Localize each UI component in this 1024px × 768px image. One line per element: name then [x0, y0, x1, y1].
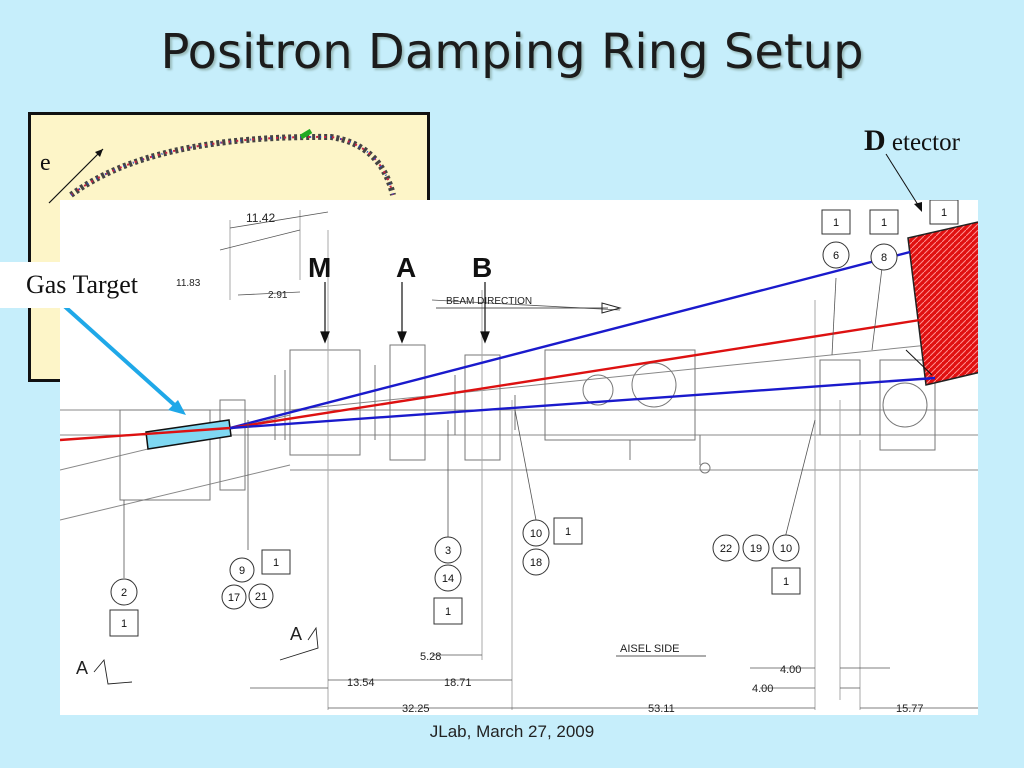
- callout-9: 9: [239, 565, 245, 577]
- callout-1-b: 1: [881, 217, 887, 229]
- beam-lower-blue: [229, 376, 936, 430]
- section-arrow-a2: [279, 626, 319, 661]
- dimension-lines: [219, 211, 978, 709]
- dim-5-28: 5.28: [420, 651, 441, 663]
- gas-target-arrow-line: [60, 302, 182, 412]
- callout-10-b: 10: [780, 543, 792, 555]
- callout-1-e: 1: [273, 557, 279, 569]
- dim-4-00-a: 4.00: [780, 664, 801, 676]
- electron-arrow-head: [95, 149, 103, 157]
- beam-incoming-red: [59, 426, 231, 442]
- beam-direction-arrow: [601, 302, 622, 314]
- callout-10: 10: [530, 528, 542, 540]
- callout-leaders: [123, 267, 883, 578]
- detector-label: D etector: [864, 124, 960, 158]
- label-B: B: [472, 252, 492, 283]
- callout-1-c: 1: [941, 207, 947, 219]
- dim-4-00-b: 4.00: [752, 683, 773, 695]
- callout-numbers: 1 6 1 8 1 2 1 9 1 17 21 3 14 1 10 1 18 2…: [121, 207, 947, 630]
- callout-21: 21: [255, 591, 267, 603]
- reference-lines: [229, 210, 861, 710]
- callout-19: 19: [750, 543, 762, 555]
- dim-15-77: 15.77: [896, 703, 924, 715]
- gas-target: [145, 419, 232, 450]
- callout-8: 8: [881, 252, 887, 264]
- callout-shapes: [109, 199, 959, 637]
- callout-14: 14: [442, 573, 454, 585]
- ring-arc: [69, 133, 396, 198]
- beam-red: [229, 318, 921, 430]
- gas-target-label: Gas Target: [0, 262, 164, 308]
- dim-32-25: 32.25: [402, 703, 430, 715]
- beam-rays: [59, 250, 936, 442]
- electron-label: e: [40, 150, 51, 176]
- callout-3: 3: [445, 545, 451, 557]
- beam-direction-label: BEAM DIRECTION: [446, 296, 532, 307]
- section-marker-a1: A: [76, 658, 88, 678]
- callout-1-a: 1: [833, 217, 839, 229]
- callout-6: 6: [833, 250, 839, 262]
- dim-2-91: 2.91: [268, 290, 288, 301]
- callout-1-d: 1: [121, 618, 127, 630]
- detector-label-pointer: [885, 153, 922, 212]
- detector-label-initial: D: [864, 124, 886, 157]
- dim-13-54: 13.54: [347, 677, 375, 689]
- dim-11-42: 11.42: [246, 211, 275, 225]
- section-arrow-a1: [93, 658, 133, 685]
- setup-drawing-panel: M A B BEAM DIRECTION 11.42 11.83 2.91 5.…: [59, 199, 1024, 715]
- slide-footer: JLab, March 27, 2009: [429, 722, 595, 741]
- ring-quads: [70, 135, 394, 196]
- dim-53-11: 53.11: [648, 703, 675, 715]
- dim-18-71: 18.71: [444, 677, 472, 689]
- detector-block: [907, 211, 1024, 386]
- callout-17: 17: [228, 592, 240, 604]
- slide-title: Positron Damping Ring Setup: [160, 24, 864, 80]
- setup-drawing: M A B BEAM DIRECTION 11.42 11.83 2.91 5.…: [59, 199, 1024, 715]
- mab-arrows: [320, 282, 490, 344]
- callout-1-h: 1: [783, 576, 789, 588]
- label-A: A: [396, 252, 416, 283]
- electron-arrow-line: [48, 148, 104, 204]
- dim-11-83: 11.83: [176, 278, 201, 289]
- aisel-side-label: AISEL SIDE: [620, 643, 680, 655]
- gas-target-arrow-head: [168, 400, 186, 415]
- callout-22: 22: [720, 543, 732, 555]
- beam-upper-blue: [229, 250, 911, 430]
- detector-pointer: [905, 349, 933, 376]
- damping-ring-drawing: [48, 128, 396, 204]
- section-marker-a2: A: [290, 624, 302, 644]
- callout-18: 18: [530, 557, 542, 569]
- label-M: M: [308, 252, 331, 283]
- callout-2: 2: [121, 587, 127, 599]
- callout-1-f: 1: [445, 606, 451, 618]
- callout-1-g: 1: [565, 526, 571, 538]
- ring-green-marker: [299, 128, 313, 140]
- detector-label-rest: etector: [891, 129, 960, 156]
